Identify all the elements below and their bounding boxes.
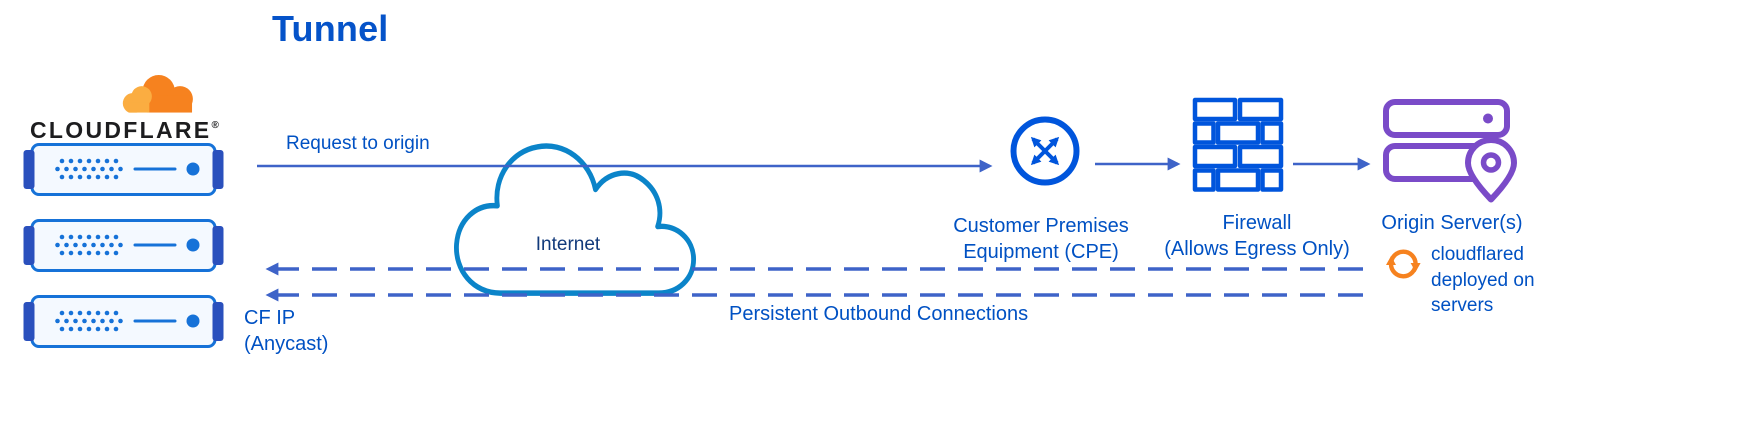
- cf-ip-anycast-label: CF IP (Anycast): [244, 307, 329, 355]
- firewall-icon: [1192, 97, 1284, 192]
- cpe-router-icon: [1010, 116, 1080, 186]
- origin-servers-icon: [1383, 99, 1517, 203]
- firewall-label: Firewall (Allows Egress Only): [1164, 212, 1350, 260]
- cloudflared-sync-icon: [1386, 249, 1421, 279]
- internet-cloud-icon: [454, 143, 697, 296]
- request-to-origin-label: Request to origin: [286, 133, 430, 154]
- persistent-outbound-label: Persistent Outbound Connections: [729, 303, 1029, 325]
- cloudflare-brand-text: CLOUDFLARE: [30, 117, 212, 143]
- location-pin-icon: [1465, 137, 1517, 203]
- internet-label: Internet: [535, 234, 601, 255]
- cpe-label: Customer Premises Equipment (CPE): [953, 215, 1129, 263]
- registered-mark: ®: [211, 120, 219, 131]
- cloudflare-brand: CLOUDFLARE®: [30, 117, 219, 144]
- cloudflare-logo-icon: [110, 75, 204, 118]
- diagram-title: Tunnel: [272, 8, 389, 49]
- origin-label: Origin Server(s): [1381, 212, 1523, 234]
- cloudflared-label: cloudflared deployed on servers: [1431, 244, 1535, 316]
